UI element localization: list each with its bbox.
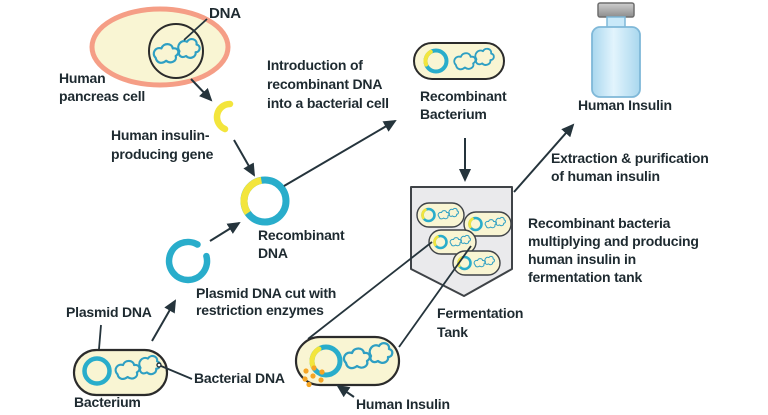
arrow-dna-to-bacterium — [283, 119, 397, 187]
bacterium-label: Bacterium — [74, 394, 141, 410]
magnify-callout-left — [307, 241, 433, 340]
insulin-gene-label: Human insulin- producing gene — [111, 127, 214, 162]
recombinant-bacterium — [413, 42, 505, 80]
bacterial-dna-dot — [156, 362, 162, 368]
magnify-callout-right — [398, 245, 472, 348]
pancreas-cell-label: Human pancreas cell — [59, 70, 146, 104]
multiplying-label: Recombinant bacteria multiplying and pro… — [528, 215, 699, 285]
plasmid-dna-label: Plasmid DNA — [66, 304, 152, 320]
arrow-bacterium-to-plasmid — [151, 299, 176, 342]
magnified-bacterium — [294, 335, 401, 388]
human-insulin-product-label: Human Insulin — [356, 396, 450, 412]
tank-bacterium — [417, 203, 464, 227]
human-insulin-vial-label: Human Insulin — [578, 97, 672, 113]
recombinant-dna-label: Recombinant DNA — [258, 227, 345, 261]
insulin-granules — [302, 365, 325, 388]
introduction-label: Introduction of recombinant DNA into a b… — [267, 57, 389, 111]
bacterium-cell — [72, 348, 169, 397]
recombinant-dna-gene-segment — [240, 176, 263, 215]
arrow-plasmid-to-recombinant — [209, 221, 241, 242]
tank-bacterium — [453, 251, 500, 275]
recombinant-bacterium-label: Recombinant Bacterium — [420, 88, 507, 122]
fermentation-tank-label: Fermentation Tank — [437, 305, 524, 340]
bacterial-dna-pointer — [160, 365, 193, 380]
cell-nucleus — [148, 23, 204, 79]
extraction-label: Extraction & purification of human insul… — [551, 150, 709, 184]
vial-body — [591, 26, 641, 98]
bacterial-dna-label: Bacterial DNA — [194, 370, 285, 386]
insulin-gene-arc — [213, 100, 234, 133]
product-pointer-arrow — [336, 384, 355, 398]
dna-pointer-line — [183, 18, 208, 41]
vial-cap — [597, 2, 635, 18]
dna-label: DNA — [209, 5, 241, 22]
arrow-gene-to-recombinant-dna — [233, 139, 255, 177]
arrow-tank-to-vial — [513, 123, 575, 193]
cut-plasmid-arc — [165, 238, 211, 284]
insulin-vial — [591, 2, 641, 98]
arrow-cell-to-gene — [190, 78, 213, 102]
plasmid-cut-label: Plasmid DNA cut with restriction enzymes — [196, 285, 337, 318]
